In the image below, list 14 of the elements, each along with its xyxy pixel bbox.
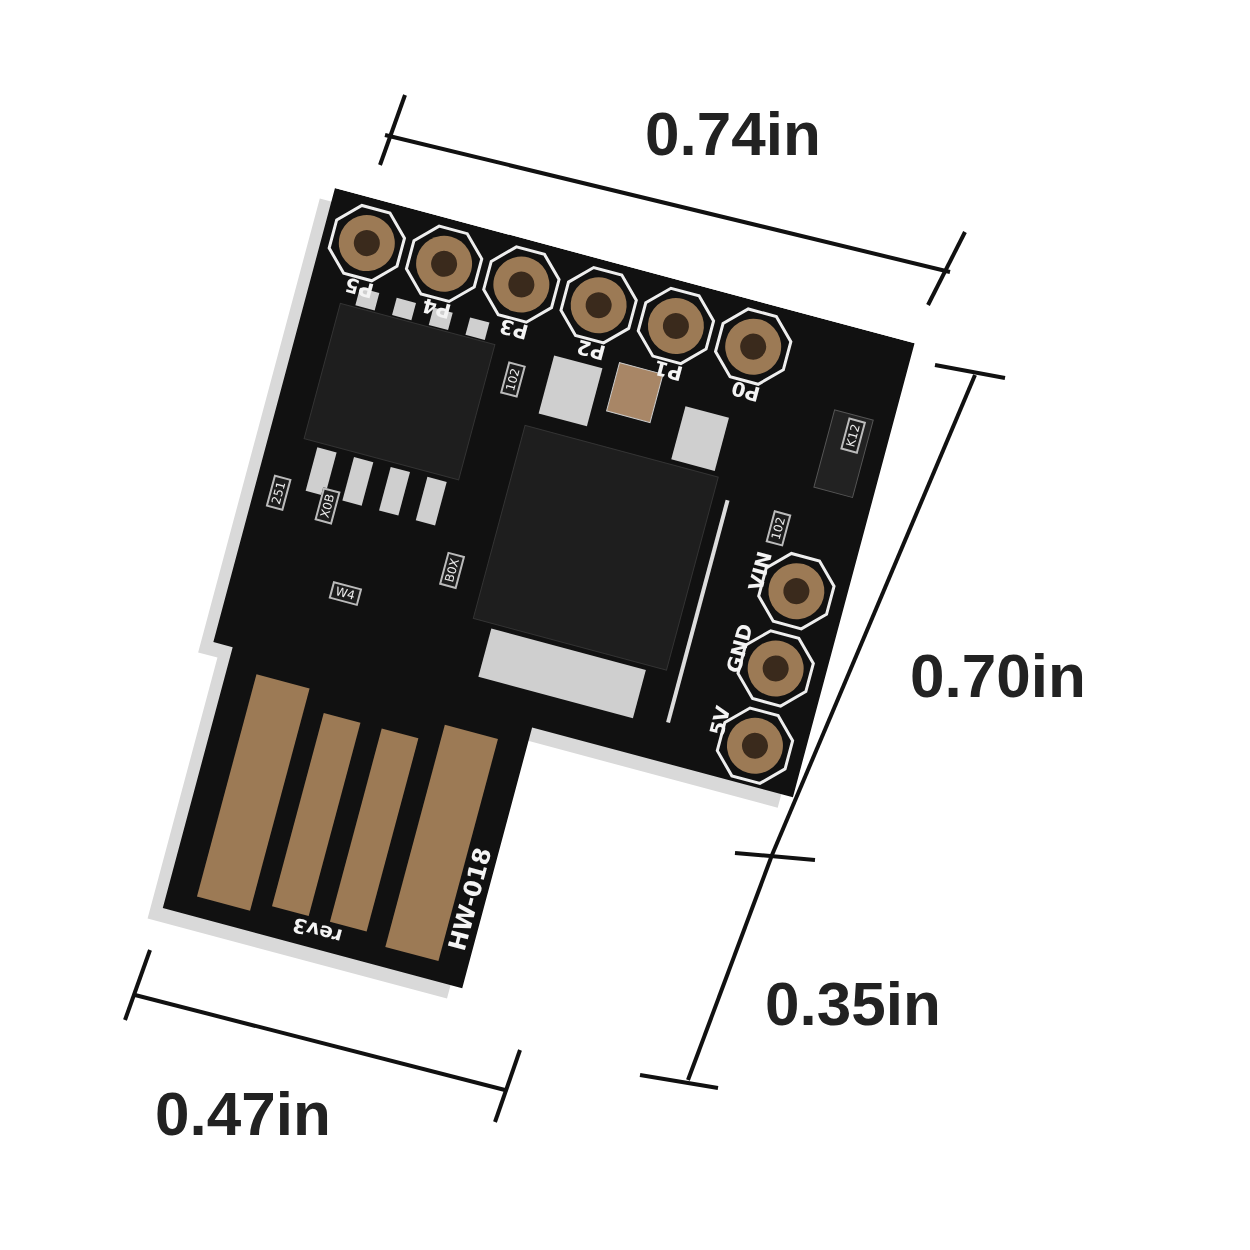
silkscreen-label: 5V [706, 704, 734, 738]
silkscreen-label: P3 [497, 315, 531, 343]
silkscreen-label: P4 [420, 295, 453, 322]
silkscreen-label: VIN [745, 549, 775, 593]
dimension-label: 0.74in [645, 98, 821, 169]
silkscreen-label: P1 [652, 357, 685, 384]
silkscreen-label: P0 [729, 377, 763, 405]
silkscreen-label: rev3 [290, 914, 345, 947]
silkscreen-label: P2 [574, 336, 608, 364]
silkscreen-label: P5 [342, 274, 376, 302]
dimension-label: 0.35in [765, 968, 941, 1039]
silkscreen-label: GND [723, 621, 756, 675]
dimension-label: 0.70in [910, 640, 1086, 711]
dimension-label: 0.47in [155, 1078, 331, 1149]
